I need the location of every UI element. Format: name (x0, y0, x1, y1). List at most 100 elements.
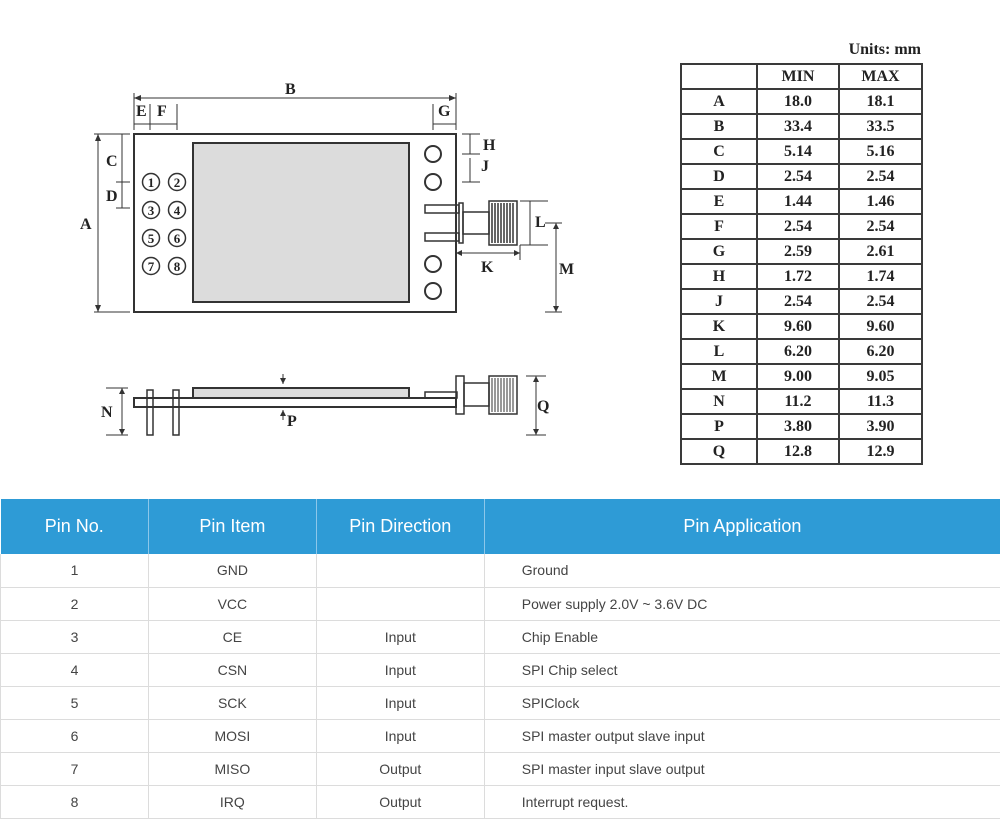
pin-pad (141, 228, 161, 248)
header-pin-direction: Pin Direction (316, 499, 485, 554)
dimension-min: 12.8 (756, 438, 840, 465)
dimension-name: M (680, 363, 758, 390)
mount-hole (424, 255, 442, 273)
dimension-name: F (680, 213, 758, 240)
dimension-name: D (680, 163, 758, 190)
pin-application-cell: Ground (484, 554, 1000, 588)
dimension-min: 6.20 (756, 338, 840, 365)
dimension-name: E (680, 188, 758, 215)
dimension-min: 9.00 (756, 363, 840, 390)
mount-hole (424, 173, 442, 191)
module-dimension-drawing: 1 2 3 4 5 6 7 8 B E F G A C D H J L K M … (80, 81, 574, 436)
dimension-min: 9.60 (756, 313, 840, 340)
dimension-name: J (680, 288, 758, 315)
dim-label-G: G (438, 103, 451, 120)
mount-hole (424, 282, 442, 300)
dimension-name: H (680, 263, 758, 290)
dim-label-A: A (80, 216, 92, 233)
dimension-name: A (680, 88, 758, 115)
pin-application-cell: SPI Chip select (484, 653, 1000, 687)
pin-pad (141, 256, 161, 276)
pin-direction-cell: Input (316, 719, 485, 753)
pin-pad (167, 172, 187, 192)
dimension-max: 18.1 (838, 88, 923, 115)
pin-application-cell: SPI master output slave input (484, 719, 1000, 753)
pin-no-cell: 4 (0, 653, 149, 687)
dimension-max: 3.90 (838, 413, 923, 440)
dimension-min: 2.59 (756, 238, 840, 265)
pin-direction-cell: Input (316, 686, 485, 720)
dimension-min: 2.54 (756, 213, 840, 240)
shield-can-top (192, 142, 410, 303)
pin-number: 1 (148, 175, 155, 190)
pin-no-cell: 8 (0, 785, 149, 819)
dimension-name: C (680, 138, 758, 165)
dimension-min: 2.54 (756, 288, 840, 315)
pin-item-cell: CSN (148, 653, 317, 687)
board-outline-top (133, 133, 457, 313)
pin-numbers: 1 2 3 4 5 6 7 8 (148, 175, 181, 274)
dim-label-K: K (481, 259, 494, 276)
header-pin-no: Pin No. (0, 499, 149, 554)
dimension-name: N (680, 388, 758, 415)
pin-direction-cell: Output (316, 785, 485, 819)
dim-label-Q: Q (537, 398, 549, 415)
dimension-name: L (680, 338, 758, 365)
pin-direction-cell (316, 554, 485, 588)
pin-table-header: Pin No. Pin Item Pin Direction Pin Appli… (0, 499, 1000, 554)
dimension-max: 6.20 (838, 338, 923, 365)
dimension-header-min: MIN (756, 63, 840, 90)
pin-number: 6 (174, 231, 181, 246)
dimension-name: Q (680, 438, 758, 465)
side-view (106, 374, 546, 436)
dimension-max: 33.5 (838, 113, 923, 140)
pin-pad (141, 172, 161, 192)
dimension-max: 1.74 (838, 263, 923, 290)
dim-label-D: D (106, 188, 118, 205)
dimension-min: 2.54 (756, 163, 840, 190)
dim-label-M: M (559, 261, 574, 278)
dimension-min: 33.4 (756, 113, 840, 140)
dim-label-E: E (136, 103, 147, 120)
pin-number: 3 (148, 203, 155, 218)
pin-application-cell: Interrupt request. (484, 785, 1000, 819)
dimension-max: 12.9 (838, 438, 923, 465)
pin-application-cell: SPIClock (484, 686, 1000, 720)
dimension-max: 5.16 (838, 138, 923, 165)
pin-item-cell: CE (148, 620, 317, 654)
pin-pad (141, 200, 161, 220)
dim-label-J: J (481, 158, 489, 175)
pin-pad (167, 256, 187, 276)
pin-no-cell: 7 (0, 752, 149, 786)
units-label: Units: mm (848, 41, 921, 58)
dimension-letters: B E F G A C D H J L K M N P Q (80, 81, 574, 430)
pin-definition-table: Pin No. Pin Item Pin Direction Pin Appli… (0, 499, 1000, 819)
dimension-min: 11.2 (756, 388, 840, 415)
dim-label-N: N (101, 404, 113, 421)
pin-number: 2 (174, 175, 181, 190)
dimension-min: 1.72 (756, 263, 840, 290)
header-pin-item: Pin Item (148, 499, 317, 554)
pin-application-cell: SPI master input slave output (484, 752, 1000, 786)
pin-no-cell: 2 (0, 587, 149, 621)
dimension-max: 9.60 (838, 313, 923, 340)
dimension-max: 2.54 (838, 163, 923, 190)
pin-number: 5 (148, 231, 155, 246)
header-pin-application: Pin Application (484, 499, 1000, 554)
pin-no-cell: 3 (0, 620, 149, 654)
